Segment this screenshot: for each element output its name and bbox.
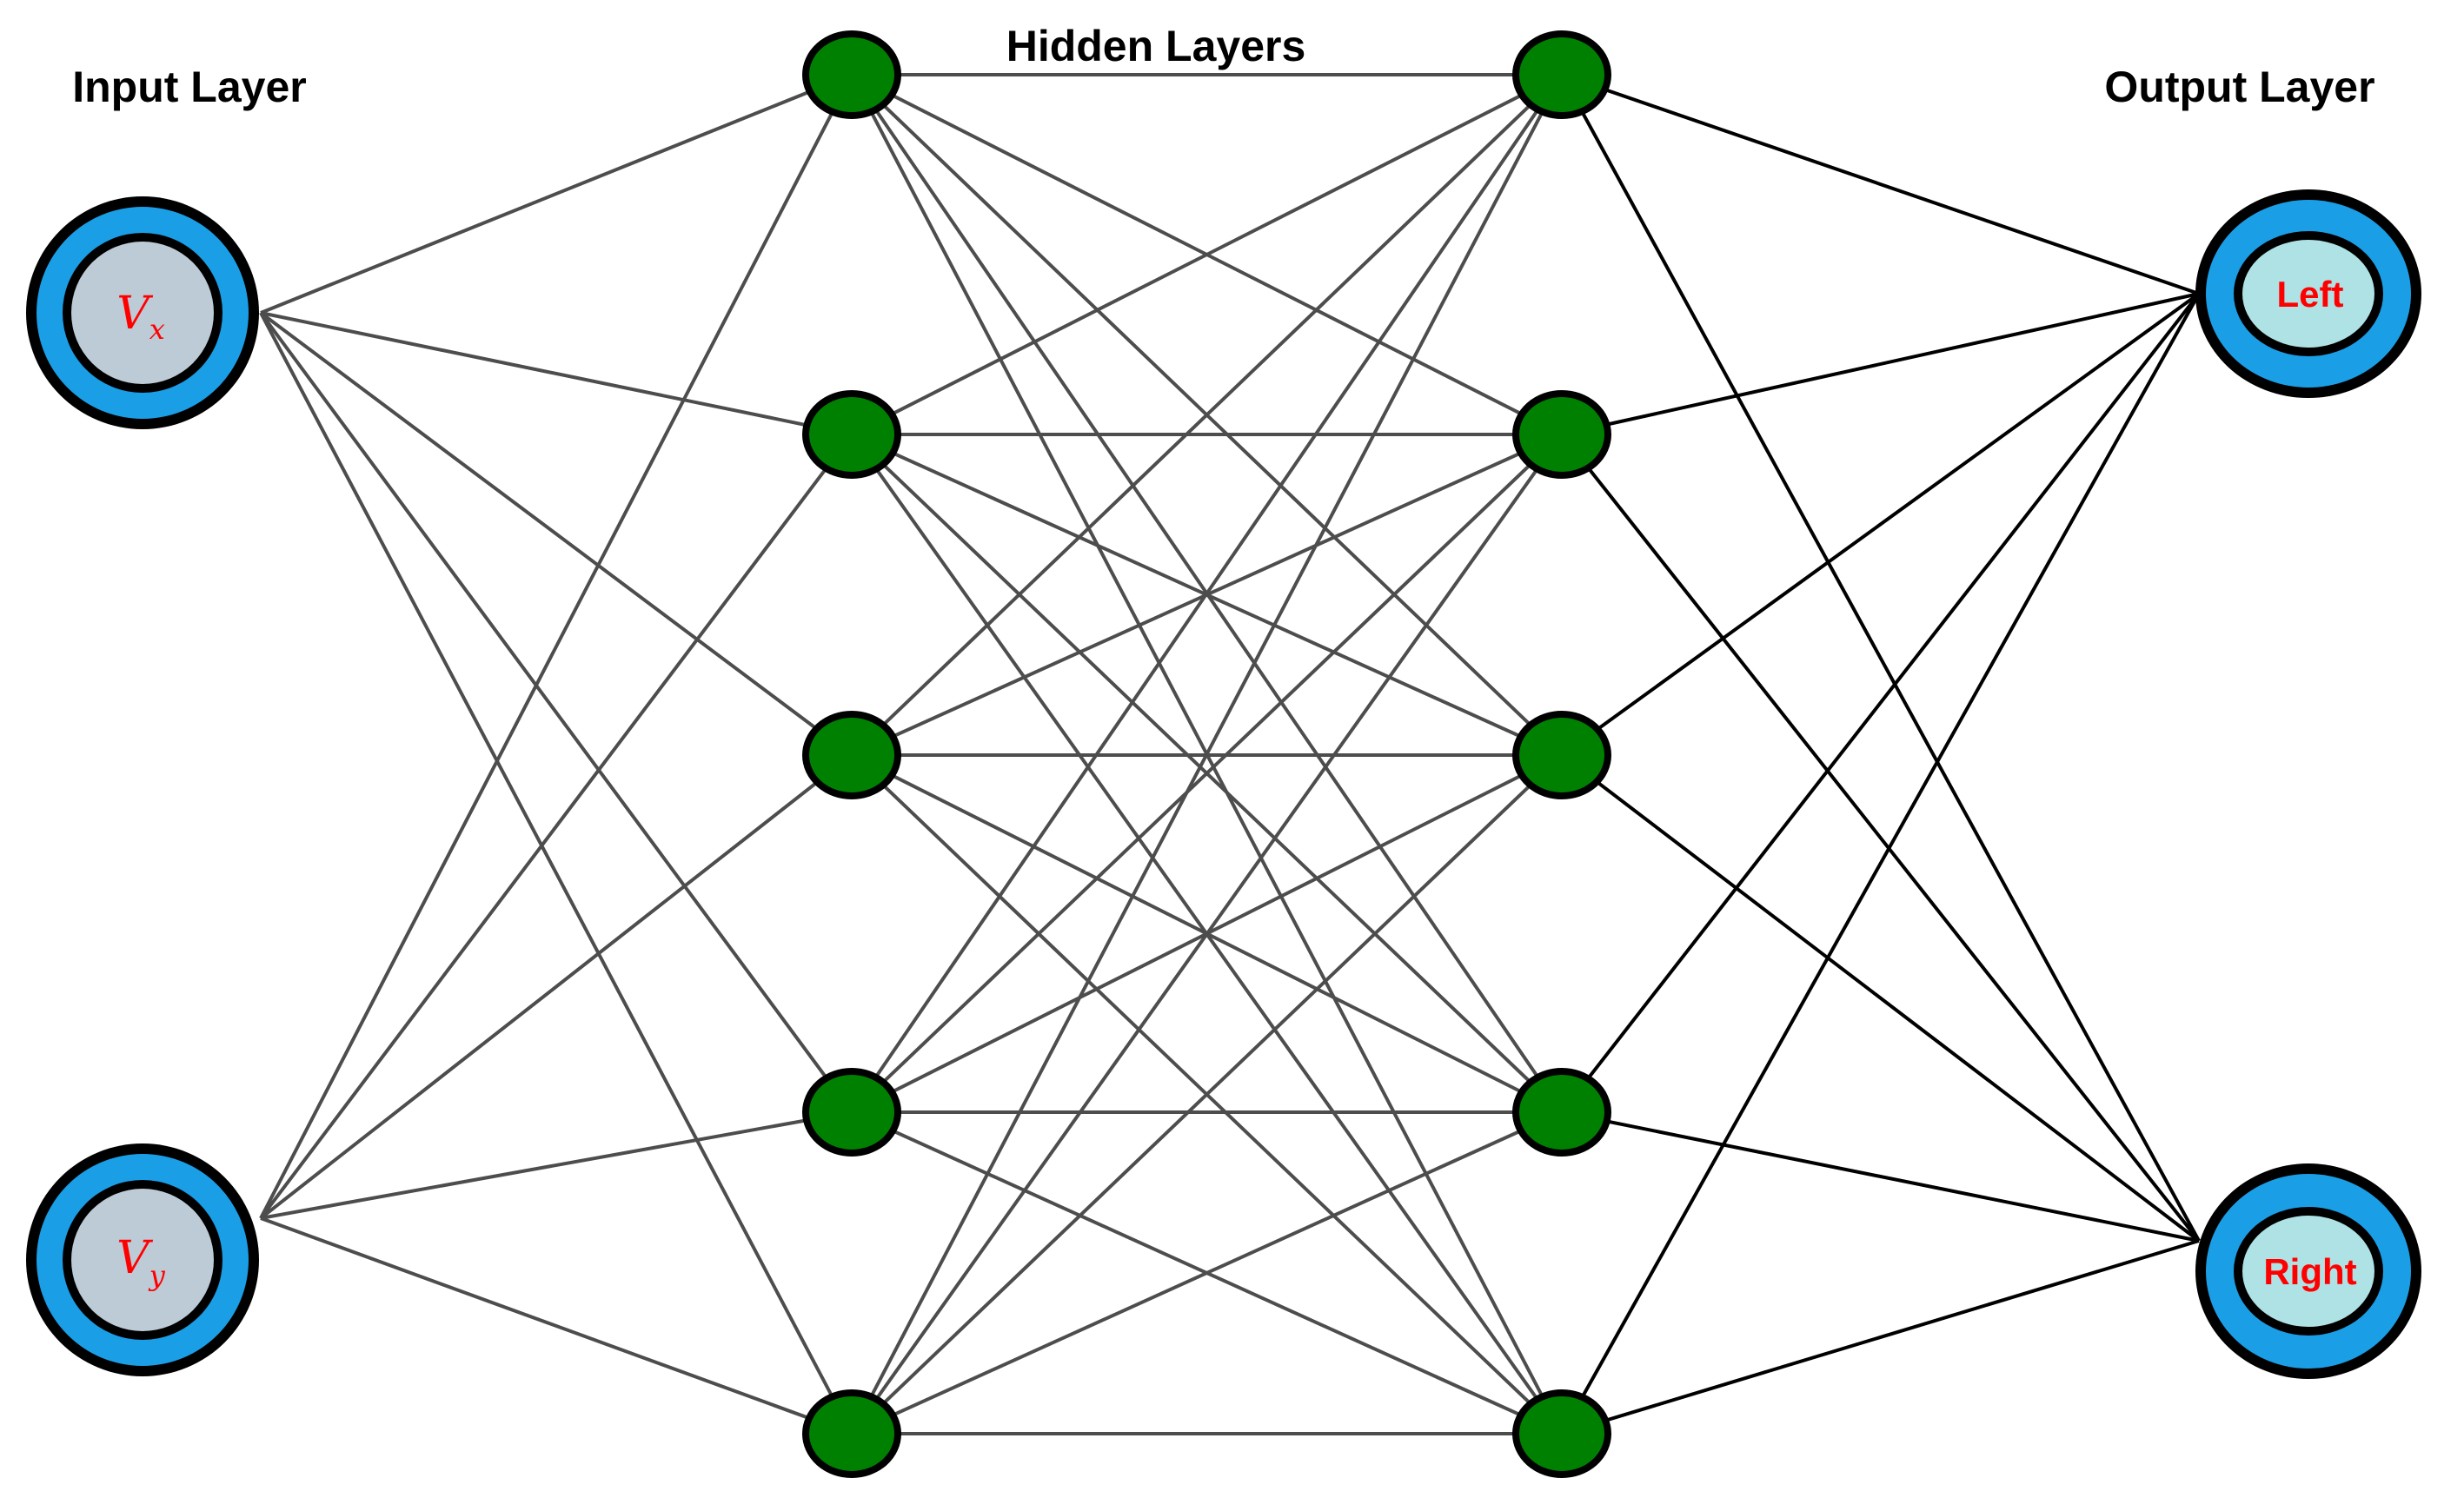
edge-hidden2-3-output1 — [1560, 292, 2201, 757]
hidden1-node-5 — [802, 1389, 901, 1478]
hidden1-node-1 — [802, 30, 901, 119]
hidden2-node-4 — [1512, 1068, 1611, 1157]
edge-hidden2-2-output2 — [1560, 433, 2201, 1243]
edge-hidden2-3-output2 — [1560, 753, 2201, 1243]
edge-input2-hidden1-4 — [260, 1110, 853, 1220]
edge-hidden2-4-output1 — [1560, 292, 2201, 1114]
hidden2-node-2 — [1512, 390, 1611, 479]
edge-hidden1-5-hidden2-3 — [850, 753, 1564, 1435]
edge-hidden2-2-output1 — [1561, 292, 2200, 436]
edge-hidden1-5-hidden2-4 — [851, 1110, 1563, 1435]
edge-hidden1-4-hidden2-1 — [850, 73, 1564, 1114]
input-node-vx: Vx — [26, 196, 259, 429]
hidden-layers-title: Hidden Layers — [1006, 22, 1306, 70]
connection-lines — [259, 73, 2201, 1435]
edge-hidden1-3-hidden2-1 — [850, 73, 1564, 757]
output-node-left-label: Left — [2277, 274, 2344, 315]
edge-hidden2-1-output2 — [1560, 74, 2201, 1242]
edge-hidden2-5-output2 — [1561, 1239, 2200, 1435]
input-layer-title: Input Layer — [72, 63, 306, 111]
input-node-vy-core — [71, 1189, 214, 1331]
edge-hidden1-5-hidden2-2 — [850, 433, 1564, 1435]
output-node-right-label: Right — [2263, 1251, 2356, 1292]
edge-hidden2-5-output1 — [1560, 293, 2201, 1435]
hidden1-node-4 — [802, 1068, 901, 1157]
edge-input2-hidden1-2 — [259, 433, 853, 1220]
hidden2-node-1 — [1512, 30, 1611, 119]
edge-hidden2-4-output2 — [1561, 1110, 2200, 1243]
edge-input1-hidden1-5 — [259, 312, 853, 1435]
edge-input2-hidden1-3 — [259, 753, 853, 1220]
network-nodes: Vx Vy Left Right — [26, 30, 2421, 1478]
output-layer-title: Output Layer — [2104, 63, 2374, 111]
input-node-vx-core — [71, 242, 214, 384]
edge-input2-hidden1-1 — [259, 74, 853, 1219]
output-node-left: Left — [2195, 189, 2421, 398]
hidden1-node-2 — [802, 390, 901, 479]
output-node-left-core — [2242, 240, 2374, 348]
edge-hidden1-4-hidden2-2 — [850, 433, 1564, 1114]
edge-input1-hidden1-1 — [260, 73, 853, 315]
input-node-vx-label: Vx — [116, 288, 165, 346]
edge-input2-hidden1-5 — [260, 1216, 853, 1435]
edge-hidden2-1-output1 — [1561, 73, 2200, 295]
edge-input1-hidden1-3 — [259, 311, 853, 757]
output-node-right: Right — [2195, 1163, 2421, 1379]
input-node-vy: Vy — [26, 1143, 259, 1376]
edge-hidden1-2-hidden2-1 — [851, 73, 1563, 436]
hidden1-node-3 — [802, 711, 901, 799]
edge-input1-hidden1-4 — [259, 311, 853, 1114]
hidden2-node-5 — [1512, 1389, 1611, 1478]
edge-hidden1-5-hidden2-1 — [850, 74, 1564, 1435]
hidden2-node-3 — [1512, 711, 1611, 799]
edge-input1-hidden1-2 — [260, 311, 853, 436]
output-node-right-core — [2242, 1216, 2374, 1327]
input-node-vy-label: Vy — [116, 1232, 166, 1292]
